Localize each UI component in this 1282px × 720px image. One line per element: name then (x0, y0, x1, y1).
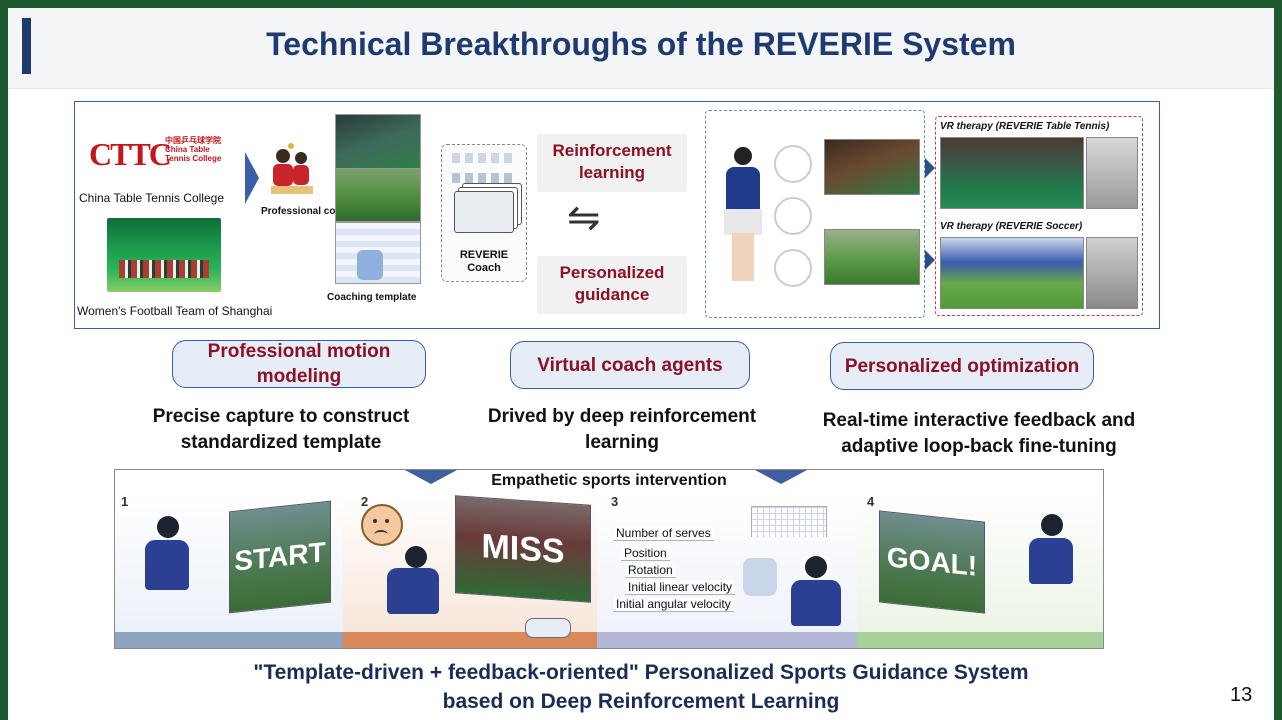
footer-line-1: "Template-driven + feedback-oriented" Pe… (253, 661, 1029, 684)
feature-desc-personalized-optimization: Real-time interactive feedback and adapt… (822, 410, 1136, 457)
slide: Technical Breakthroughs of the REVERIE S… (8, 8, 1274, 720)
arrow-right-icon (245, 152, 259, 204)
college-caption: China Table Tennis College (79, 191, 224, 205)
param-angular-velocity: Initial angular velocity (613, 597, 734, 612)
model-stack-icon (454, 191, 514, 233)
coach-panel-label: Professional coach panel (261, 206, 382, 217)
title-accent-bar (22, 18, 31, 74)
vr-soccer-player-photo (1086, 237, 1138, 309)
footer-line-2: based on Deep Reinforcement Learning (442, 690, 840, 713)
exchange-arrows-icon: ⇋ (567, 196, 601, 240)
down-arrow-icon (405, 470, 457, 484)
vr-tt-label: VR therapy (REVERIE Table Tennis) (940, 121, 1110, 132)
team-photo (107, 218, 221, 292)
vr-tt-image (940, 137, 1084, 209)
player-figure-1 (135, 516, 195, 636)
headset-icon (774, 145, 812, 183)
slide-title: Technical Breakthroughs of the REVERIE S… (266, 26, 1016, 62)
paddle-icon (774, 197, 812, 235)
vr-soccer-view (824, 229, 920, 285)
team-members-graphic (119, 260, 209, 278)
reverie-coach-label: REVERIE Coach (459, 249, 509, 274)
sad-face-icon (361, 504, 403, 546)
robot-icon (743, 558, 777, 596)
step-number: 1 (121, 494, 129, 509)
title-bar: Technical Breakthroughs of the REVERIE S… (8, 8, 1274, 89)
arrow-right-icon (925, 250, 935, 270)
empathetic-title: Empathetic sports intervention (491, 472, 727, 489)
coaching-template-label: Coaching template (327, 292, 417, 303)
param-linear-velocity: Initial linear velocity (625, 580, 736, 595)
player-analysis-box (705, 110, 925, 318)
vr-tt-player-photo (1086, 137, 1138, 209)
param-rotation: Rotation (625, 563, 676, 578)
coach-panel-icon (261, 142, 321, 198)
vr-table-tennis-view (824, 139, 920, 195)
step-number: 2 (361, 494, 369, 509)
feature-pill-virtual-coach: Virtual coach agents (510, 341, 750, 389)
soccer-capture-image (335, 168, 421, 222)
player-figure-3 (783, 556, 849, 636)
team-caption: Women's Football Team of Shanghai (77, 304, 273, 318)
system-overview-panel: CTTC 中国乒乓球学院 China Table Tennis College … (74, 101, 1160, 329)
logo-subtext: 中国乒乓球学院 China Table Tennis College (165, 136, 222, 163)
reverie-coach-box: REVERIE Coach (441, 144, 527, 282)
billboard-miss: MISS (455, 495, 591, 603)
vr-therapy-box: VR therapy (REVERIE Table Tennis) VR the… (935, 116, 1143, 316)
vr-soccer-image (940, 237, 1084, 309)
step-number: 3 (611, 494, 619, 509)
billboard-goal: GOAL! (879, 510, 985, 614)
table-tennis-capture-image (335, 114, 421, 170)
player-figure (714, 141, 774, 291)
billboard-start: START (229, 500, 331, 614)
logo-letters: CTTC (89, 136, 172, 172)
pg-box: Personalized guidance (537, 256, 687, 314)
pg-label: Personalized guidance (559, 263, 665, 304)
feature-desc-motion-modeling: Precise capture to construct standardize… (152, 406, 410, 453)
param-number-of-serves: Number of serves (613, 526, 714, 541)
goal-net-icon (751, 506, 827, 537)
feature-pill-personalized-optimization: Personalized optimization (830, 342, 1094, 390)
page-number: 13 (1230, 684, 1253, 706)
foot-icon (774, 249, 812, 287)
param-position: Position (621, 546, 670, 561)
footer-caption: "Template-driven + feedback-oriented" Pe… (8, 658, 1274, 716)
player-figure-4 (1021, 514, 1081, 634)
player-figure-2 (377, 546, 447, 636)
empathetic-intervention-panel: Empathetic sports intervention 1 2 3 4 S… (114, 469, 1104, 649)
cttc-logo: CTTC 中国乒乓球学院 China Table Tennis College (89, 136, 221, 173)
step-number: 4 (867, 494, 875, 509)
arrow-right-icon (925, 158, 935, 178)
rl-box: Reinforcement learning (537, 134, 687, 192)
rl-label: Reinforcement learning (552, 141, 672, 182)
down-arrow-icon (755, 470, 807, 484)
feature-desc-virtual-coach: Drived by deep reinforcement learning (487, 406, 757, 453)
vr-headset-icon (525, 618, 571, 638)
robot-icon (357, 250, 383, 280)
vr-soccer-label: VR therapy (REVERIE Soccer) (940, 221, 1083, 232)
feature-pill-motion-modeling: Professional motion modeling (172, 340, 426, 388)
